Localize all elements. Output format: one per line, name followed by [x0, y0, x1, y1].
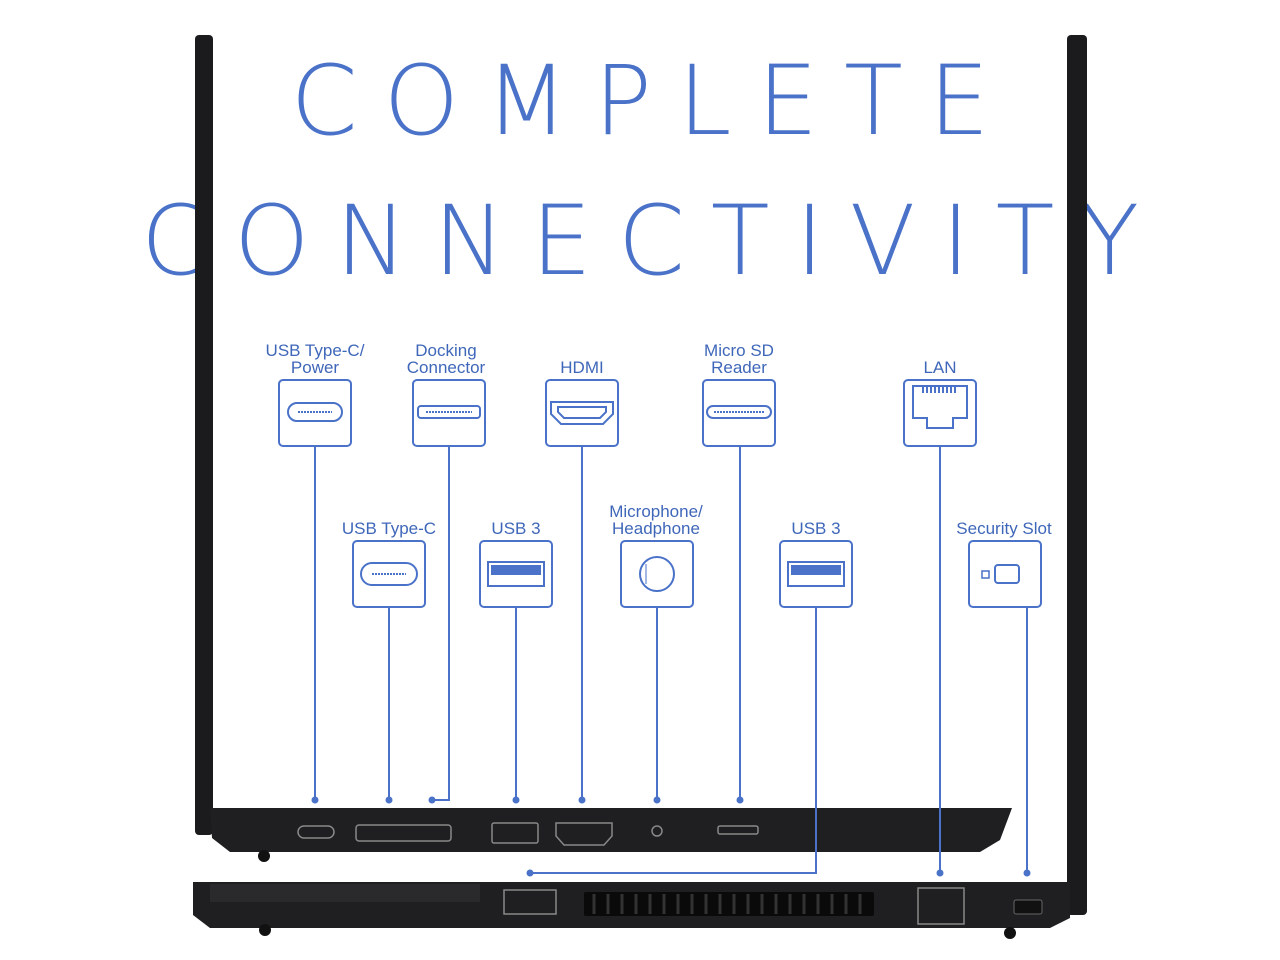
hdmi-icon: [550, 401, 614, 425]
title-line-1: COMPLETE: [290, 45, 1016, 157]
label-usb3-left: USB 3: [491, 519, 541, 538]
label-usbc: USB Type-C: [341, 519, 437, 538]
label-security: Security Slot: [956, 519, 1052, 538]
usbc-icon: [360, 562, 418, 586]
label-hdmi: HDMI: [560, 358, 604, 377]
label-usbc-power: USB Type-C/Power: [265, 341, 365, 377]
laptop-left-side: [210, 808, 1012, 852]
right-screen-edge: [1067, 35, 1087, 915]
audio-jack-icon: [639, 556, 675, 592]
label-audio: Microphone/Headphone: [609, 502, 703, 538]
security-lock-icon: [994, 564, 1020, 584]
hdmi-box: [545, 379, 619, 447]
usb3-left-icon: [487, 561, 545, 587]
label-usb3-right: USB 3: [791, 519, 841, 538]
docking-icon: [417, 405, 481, 419]
security-box: [968, 540, 1042, 608]
usb3-right-icon: [787, 561, 845, 587]
usbc-power-icon: [287, 402, 343, 422]
left-screen-edge: [195, 35, 213, 835]
microsd-icon: [706, 405, 772, 419]
lan-icon: [912, 385, 968, 429]
title-line-2: CONNECTIVITY: [140, 185, 1166, 297]
audio-box: [620, 540, 694, 608]
label-lan: LAN: [923, 358, 957, 377]
vent-grille: [584, 892, 874, 916]
lan-box: [903, 379, 977, 447]
